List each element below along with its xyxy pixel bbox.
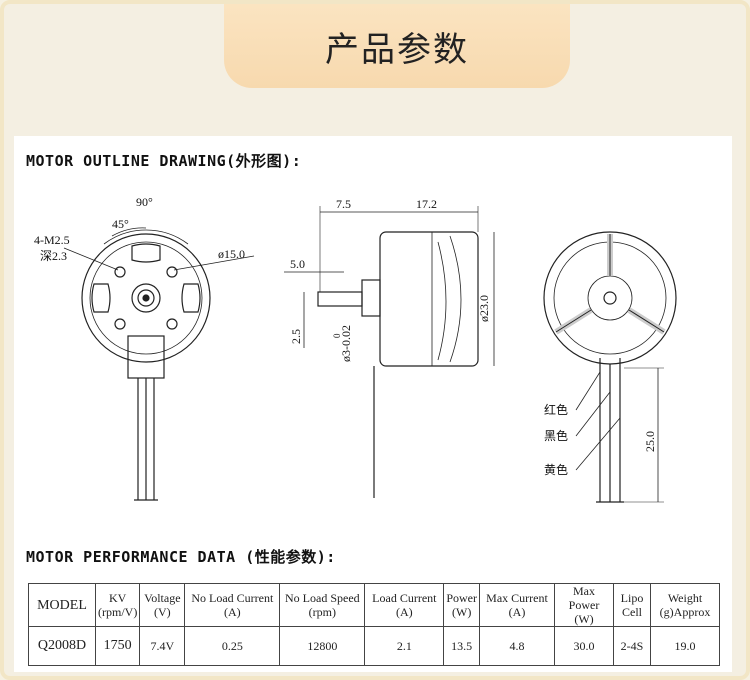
side-hub	[361, 279, 381, 317]
wire-label-red: 红色	[544, 402, 568, 417]
front-hub	[131, 283, 161, 313]
front-shaft-center	[142, 294, 150, 302]
front-vent	[91, 283, 111, 313]
cell-model: Q2008D	[28, 626, 96, 666]
back-spoke-lines	[555, 234, 665, 333]
dim-wire-length: 25.0	[643, 431, 657, 452]
cell-power: 13.5	[443, 626, 480, 666]
front-mount-hole	[114, 266, 126, 278]
side-magnet	[437, 241, 447, 361]
back-shaft	[603, 291, 617, 305]
dim-shaft-diameter: ø3-0.02	[339, 325, 353, 362]
dim-side-b: 17.2	[416, 197, 437, 211]
header-cell: MODEL	[28, 583, 96, 627]
cell-no-load-speed: 12800	[279, 626, 366, 666]
header-cell: Max Current(A)	[479, 583, 555, 627]
header-cell: No Load Speed(rpm)	[279, 583, 366, 627]
table-row: Q2008D 1750 7.4V 0.25 12800 2.1 13.5 4.8…	[28, 626, 720, 666]
cell-voltage: 7.4V	[139, 626, 186, 666]
leader-red	[575, 371, 601, 411]
front-wire-exit	[127, 335, 165, 379]
performance-heading: MOTOR PERFORMANCE DATA (性能参数):	[26, 548, 336, 566]
cell-lipo-cell: 2-4S	[613, 626, 651, 666]
wire-label-yellow: 黄色	[544, 463, 568, 477]
dim-depth: 深2.3	[40, 249, 67, 263]
side-magnet	[449, 235, 462, 363]
front-vent	[181, 283, 201, 313]
dim-body-diameter: ø23.0	[477, 295, 491, 322]
banner-title: 产品参数	[325, 29, 469, 70]
spec-sheet: MOTOR OUTLINE DRAWING(外形图):	[14, 136, 732, 672]
front-shaft	[137, 289, 155, 307]
front-vent	[131, 243, 161, 263]
front-body-outline	[81, 233, 211, 363]
cell-max-current: 4.8	[479, 626, 555, 666]
motor-outline-drawing: 90° 45° 4-M2.5 深2.3 ø15.0	[34, 195, 677, 503]
header-cell: KV(rpm/V)	[94, 583, 141, 627]
angle-arc-90	[103, 229, 189, 245]
outline-heading: MOTOR OUTLINE DRAWING(外形图):	[26, 152, 302, 170]
dim-angle-45: 45°	[112, 217, 129, 231]
dim-side-a: 7.5	[336, 197, 351, 211]
dim-shaft-tolerance: 0	[332, 333, 342, 338]
front-inner-ring	[89, 241, 203, 355]
side-body	[379, 231, 479, 367]
cell-max-power: 30.0	[554, 626, 614, 666]
header-cell: Load Current(A)	[364, 583, 445, 627]
header-cell: No Load Current(A)	[184, 583, 281, 627]
back-center-ring	[587, 275, 633, 321]
wire-label-black: 黑色	[544, 429, 568, 443]
side-shaft	[317, 291, 363, 307]
front-view	[63, 227, 255, 501]
dim-screw: 4-M2.5	[34, 233, 70, 247]
front-mount-hole	[166, 318, 178, 330]
header-cell: Power(W)	[443, 583, 480, 627]
title-banner: 产品参数	[224, 4, 570, 88]
cell-weight: 19.0	[650, 626, 720, 666]
cell-load-current: 2.1	[364, 626, 445, 666]
leader-black	[575, 391, 611, 437]
header-cell: Max Power(W)	[554, 583, 614, 627]
dim-front-diameter: ø15.0	[218, 247, 245, 261]
dim-shaft-length: 5.0	[290, 257, 305, 271]
cell-kv: 1750	[94, 626, 141, 666]
screw-leader	[63, 247, 119, 271]
cell-no-load-current: 0.25	[184, 626, 281, 666]
dim-shaft-height: 2.5	[289, 329, 303, 344]
dim-angle-90: 90°	[136, 195, 153, 209]
angle-arc-45	[111, 227, 147, 237]
diameter-leader	[173, 255, 255, 271]
side-view	[284, 206, 495, 498]
header-cell: Voltage(V)	[139, 583, 186, 627]
front-mount-hole	[114, 318, 126, 330]
table-header-row: MODEL KV(rpm/V) Voltage(V) No Load Curre…	[28, 583, 720, 627]
front-mount-hole	[166, 266, 178, 278]
performance-table: MODEL KV(rpm/V) Voltage(V) No Load Curre…	[28, 583, 720, 666]
header-cell: Weight(g)Approx	[650, 583, 720, 627]
leader-yellow	[575, 417, 621, 471]
back-view	[543, 231, 677, 503]
